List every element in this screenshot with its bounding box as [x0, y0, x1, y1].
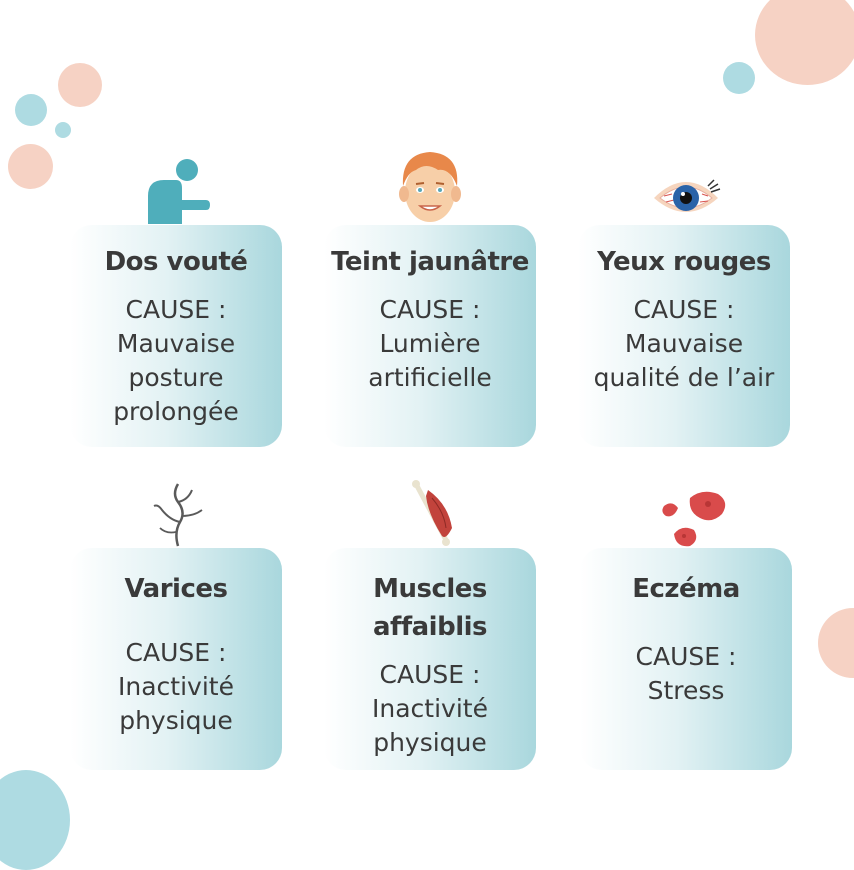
card-cause-text: Inactivité physique: [372, 694, 488, 757]
card-dos-voute: Dos vouté CAUSE : Mauvaise posture prolo…: [70, 225, 282, 447]
hunched-person-icon: [148, 159, 210, 224]
muscle-icon: [412, 480, 452, 546]
card-cause-text: Mauvaise qualité de l’air: [593, 329, 775, 392]
red-eye-icon: [654, 179, 721, 212]
decor-circle: [8, 144, 53, 189]
card-cause-text: Stress: [647, 676, 725, 705]
card-yeux-rouges: Yeux rouges CAUSE : Mauvaise qualité de …: [578, 225, 790, 447]
card-eczema: Eczéma CAUSE : Stress: [580, 548, 792, 770]
card-cause-text: Inactivité physique: [118, 672, 234, 735]
card-cause-label: CAUSE :: [379, 295, 481, 324]
card-cause-label: CAUSE :: [379, 660, 481, 689]
decor-circle: [58, 63, 102, 107]
card-title: Muscles affaiblis: [372, 574, 488, 642]
decor-circle: [818, 608, 854, 678]
card-cause-label: CAUSE :: [635, 642, 737, 671]
card-cause-text: Mauvaise posture prolongée: [113, 329, 239, 426]
card-muscles-affaiblis: Muscles affaiblis CAUSE : Inactivité phy…: [324, 548, 536, 770]
decor-circle: [15, 94, 47, 126]
card-varices: Varices CAUSE : Inactivité physique: [70, 548, 282, 770]
card-cause-text: Lumière artificielle: [368, 329, 492, 392]
decor-circle: [0, 770, 70, 870]
card-title: Eczéma: [632, 574, 740, 604]
card-cause-label: CAUSE :: [633, 295, 735, 324]
face-icon: [399, 152, 461, 222]
card-cause-label: CAUSE :: [125, 638, 227, 667]
card-cause-label: CAUSE :: [125, 295, 227, 324]
decor-circle: [723, 62, 755, 94]
card-teint-jaunatre: Teint jaunâtre CAUSE : Lumière artificie…: [324, 225, 536, 447]
card-title: Varices: [124, 574, 228, 604]
card-title: Yeux rouges: [597, 247, 771, 277]
varicose-veins-icon: [153, 483, 203, 547]
eczema-patches-icon: [662, 491, 726, 547]
card-title: Teint jaunâtre: [331, 247, 529, 277]
decor-circle: [55, 122, 71, 138]
card-title: Dos vouté: [104, 247, 248, 277]
decor-circle: [755, 0, 854, 85]
